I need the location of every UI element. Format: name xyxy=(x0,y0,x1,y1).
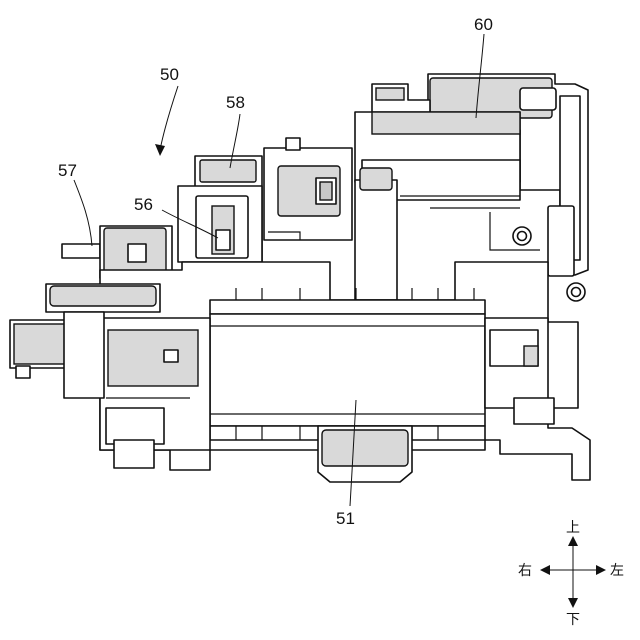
label-60: 60 xyxy=(474,15,493,34)
arrow-left-icon xyxy=(596,565,606,575)
direction-left: 左 xyxy=(610,563,624,579)
direction-down: 下 xyxy=(566,612,580,628)
direction-right: 右 xyxy=(518,563,532,579)
label-50: 50 xyxy=(160,65,179,84)
arrow-down-icon xyxy=(568,598,578,608)
label-51: 51 xyxy=(336,509,355,528)
label-56: 56 xyxy=(134,195,153,214)
arrow-up-icon xyxy=(568,536,578,546)
label-58: 58 xyxy=(226,93,245,112)
arrow-right-icon xyxy=(540,565,550,575)
direction-up: 上 xyxy=(566,520,580,536)
central-post xyxy=(355,168,397,300)
direction-indicator: 上 下 右 左 xyxy=(518,520,624,628)
assembly-arrow-head xyxy=(155,144,165,156)
main-housing xyxy=(100,262,590,482)
label-57: 57 xyxy=(58,161,77,180)
